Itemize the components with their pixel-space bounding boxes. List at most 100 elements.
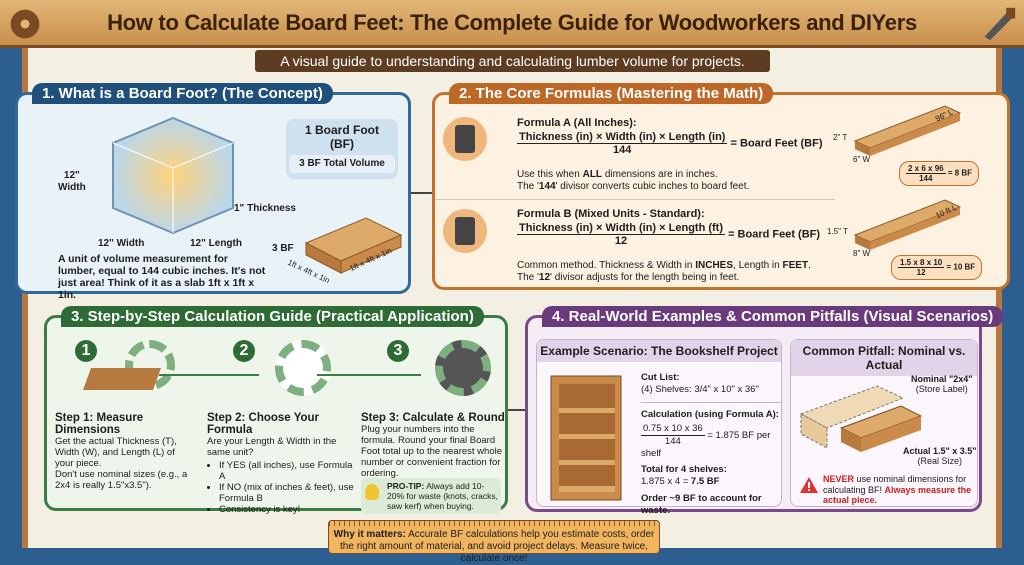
warning-bold: Always measure the actual piece.: [823, 484, 972, 506]
formula-b-result: = Board Feet (BF): [728, 228, 821, 241]
board-b-width: 8" W: [853, 249, 871, 258]
cube-width-label: 12" Width: [58, 170, 86, 193]
bullet: If NO (mix of inches & feet), use Formul…: [219, 482, 355, 504]
step-body: Plug your numbers into the formula. Roun…: [361, 424, 503, 479]
formula-b: Thickness (in) × Width (in) × Length (ft…: [517, 222, 820, 247]
formula-b-note: Common method. Thickness & Width in INCH…: [517, 260, 811, 284]
formula-b-name: Formula B (Mixed Units - Standard):: [517, 208, 705, 220]
board-stack-illustration: [304, 217, 403, 274]
note-bold: FEET: [782, 260, 809, 271]
step-1-badge: 1: [75, 340, 97, 362]
step-arrow: [317, 374, 421, 376]
nominal-pitfall: Common Pitfall: Nominal vs. Actual Nomin…: [790, 339, 978, 507]
formula-b-denominator: 12: [614, 235, 628, 247]
calculator-icon: [443, 117, 487, 161]
board-b-thickness: 1.5" T: [827, 227, 848, 236]
formula-b-numerator: Thickness (in) × Width (in) × Length (ft…: [517, 222, 725, 235]
cube-thickness-label: 1" Thickness: [234, 203, 296, 214]
step-body: Are your Length & Width in the same unit…: [207, 436, 337, 458]
bookshelf-illustration: [550, 375, 622, 501]
calc-denominator: 144: [664, 436, 681, 447]
note-bold: 144: [538, 181, 556, 192]
note-text: ' divisor converts cubic inches to board…: [555, 181, 750, 192]
pro-tip-label: PRO-TIP:: [387, 481, 425, 491]
nominal-vs-actual-illustration: [799, 385, 923, 452]
cube-illustration: [112, 116, 234, 235]
example-numerator: 2 x 6 x 96: [906, 164, 946, 174]
lightbulb-icon: [365, 484, 379, 500]
step-body: Get the actual Thickness (T), Width (W),…: [55, 436, 177, 469]
stack-bf-label: 3 BF: [272, 243, 294, 254]
step-title: Step 3: Calculate & Round: [361, 412, 505, 424]
warning-text: use nominal dimensions for calculating B…: [823, 474, 967, 495]
tape-measure-icon: [82, 368, 162, 390]
concept-panel: 1. What is a Board Foot? (The Concept) 1…: [15, 83, 411, 301]
note-text: Common method. Thickness & Width in: [517, 260, 696, 271]
example-denominator: 12: [916, 268, 926, 277]
step-title: Step 1: Measure Dimensions: [55, 412, 144, 436]
example-result: = 8 BF: [947, 168, 973, 178]
formula-a-name: Formula A (All Inches):: [517, 117, 637, 129]
step-2-bullets: If YES (all inches), use Formula A If NO…: [207, 460, 355, 515]
formula-a-note: Use this when ALL dimensions are in inch…: [517, 169, 749, 193]
calc-label: Calculation (using Formula A):: [641, 409, 779, 420]
callout-sub: 3 BF Total Volume: [289, 155, 395, 173]
pro-tip: PRO-TIP: Always add 10-20% for waste (kn…: [361, 478, 501, 514]
order-note: Order ~9 BF to account for waste.: [641, 493, 762, 516]
cube-width-bottom-label: 12" Width: [98, 238, 145, 249]
pitfall-warning: NEVER use nominal dimensions for calcula…: [823, 474, 973, 506]
note-bold: INCHES: [695, 260, 734, 271]
note-text: .: [808, 260, 811, 271]
note-text: Use this when: [517, 169, 583, 180]
calc-numerator: 0.75 x 10 x 36: [641, 423, 705, 436]
bullet: If YES (all inches), use Formula A: [219, 460, 355, 482]
total-label: Total for 4 shelves:: [641, 464, 727, 475]
actual-sub: (Real Size): [917, 456, 963, 466]
notepad-pencil-icon: [275, 340, 331, 396]
page-title: How to Calculate Board Feet: The Complet…: [107, 9, 917, 35]
warning-icon: [800, 477, 818, 493]
examples-panel: 4. Real-World Examples & Common Pitfalls…: [525, 306, 1004, 516]
title-banner: How to Calculate Board Feet: The Complet…: [0, 0, 1024, 48]
why-it-matters-ruler: Why it matters: Accurate BF calculations…: [328, 520, 660, 564]
footer-label: Why it matters:: [333, 529, 406, 540]
formula-a-denominator: 144: [613, 144, 632, 156]
scenario-header: Example Scenario: The Bookshelf Project: [537, 340, 781, 362]
formulas-title: 2. The Core Formulas (Mastering the Math…: [449, 83, 774, 104]
hand-saw-icon: [984, 7, 1016, 41]
pitfall-header: Common Pitfall: Nominal vs. Actual: [791, 340, 977, 376]
example-denominator: 144: [919, 174, 933, 183]
note-text: dimensions are in inches.: [602, 169, 718, 180]
actual-label: Actual 1.5" x 3.5"(Real Size): [903, 446, 977, 466]
note-text: The ': [517, 181, 539, 192]
saw-blade-icon: [10, 9, 40, 39]
bullet: Consistency is key!: [219, 504, 355, 515]
formula-a: Thickness (in) × Width (in) × Length (in…: [517, 131, 823, 156]
subtitle: A visual guide to understanding and calc…: [255, 50, 770, 72]
total-calc: 1.875 x 4 = 7.5 BF: [641, 476, 781, 488]
callout-title: 1 Board Foot (BF): [305, 123, 379, 151]
note-text: The ': [517, 272, 539, 283]
board-b-illustration: [853, 199, 962, 250]
example-result: = 10 BF: [946, 262, 976, 272]
total-text: 1.875 x 4 =: [641, 476, 691, 487]
concept-title: 1. What is a Board Foot? (The Concept): [32, 83, 333, 104]
step-3-badge: 3: [387, 340, 409, 362]
board-a-width: 6" W: [853, 155, 871, 164]
example-numerator: 1.5 x 8 x 10: [898, 258, 945, 268]
step-arrow: [159, 374, 259, 376]
nominal-sub: (Store Label): [915, 384, 968, 394]
connector-arrow: [411, 192, 432, 194]
calculator-hand-icon: [435, 340, 491, 396]
concept-description: A unit of volume measurement for lumber,…: [58, 253, 266, 301]
note-text: ' divisor adjusts for the length being i…: [550, 272, 740, 283]
connector-arrow: [508, 409, 525, 411]
note-bold: ALL: [582, 169, 603, 180]
formula-a-numerator: Thickness (in) × Width (in) × Length (in…: [517, 131, 728, 144]
board-a-illustration: [853, 105, 962, 156]
cube-length-label: 12" Length: [190, 238, 242, 249]
steps-title: 3. Step-by-Step Calculation Guide (Pract…: [61, 306, 484, 327]
